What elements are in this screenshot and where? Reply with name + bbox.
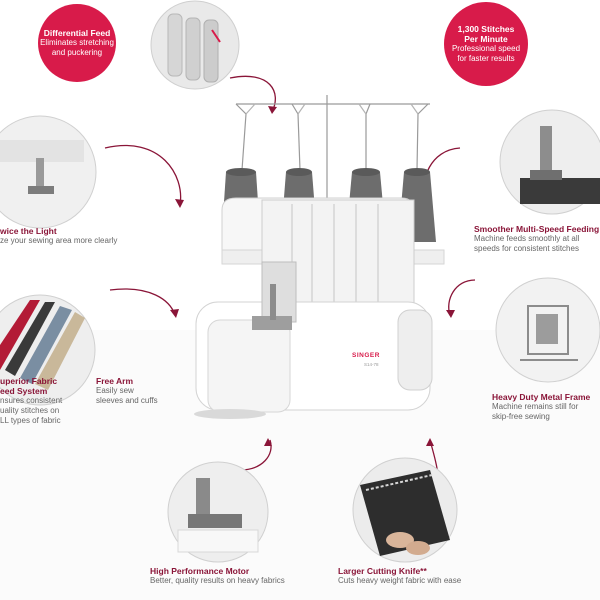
- smoother-feeding-desc-line1: Machine feeds smoothly at all: [474, 234, 580, 243]
- twice-light-callout: wice the Light ze your sewing area more …: [0, 226, 160, 246]
- smoother-feeding-callout: Smoother Multi-Speed Feeding Machine fee…: [474, 224, 600, 254]
- superior-fabric-title-line1: uperior Fabric: [0, 376, 58, 386]
- knife-title: Larger Cutting Knife**: [338, 566, 427, 576]
- cutting-knife-icon: [352, 457, 458, 563]
- differential-feed-badge: Differential Feed Eliminates stretching …: [38, 4, 116, 82]
- superior-fabric-desc-line3: LL types of fabric: [0, 416, 61, 425]
- free-arm-desc-line2: sleeves and cuffs: [96, 396, 158, 405]
- superior-fabric-title-line2: eed System: [0, 386, 48, 396]
- knife-callout: Larger Cutting Knife** Cuts heavy weight…: [338, 566, 498, 586]
- presser-foot: [252, 316, 292, 330]
- thread-cone-3: [349, 172, 383, 205]
- brand-logo: SINGER: [352, 352, 380, 359]
- differential-feed-desc-line1: Eliminates stretching: [40, 38, 114, 47]
- superior-fabric-callout: uperior Fabric eed System nsures consist…: [0, 376, 90, 426]
- connector-fabric: [109, 288, 176, 316]
- sewing-foot-closeup-icon: [499, 109, 600, 215]
- stitches-title-line1: 1,300 Stitches: [457, 24, 515, 34]
- free-arm-callout: Free Arm Easily sew sleeves and cuffs: [96, 376, 186, 406]
- presser-foot-area: [261, 261, 297, 323]
- differential-feed-title: Differential Feed: [43, 28, 111, 38]
- motor-callout: High Performance Motor Better, quality r…: [150, 566, 320, 586]
- stitches-desc-line2: for faster results: [457, 54, 515, 63]
- stitches-desc-line1: Professional speed: [451, 44, 521, 53]
- free-arm-desc-line1: Easily sew: [96, 386, 134, 395]
- stitches-title-line2: Per Minute: [464, 34, 508, 44]
- metal-frame-title: Heavy Duty Metal Frame: [492, 392, 591, 402]
- superior-fabric-desc-line1: nsures consistent: [0, 396, 63, 405]
- connector-light: [104, 144, 182, 206]
- presser-foot-closeup-icon: [167, 461, 269, 563]
- metal-frame-desc-line1: Machine remains still for: [492, 402, 579, 411]
- sewing-light-icon: [0, 115, 97, 229]
- twice-light-desc: ze your sewing area more clearly: [0, 236, 118, 245]
- connector-frame: [448, 279, 476, 316]
- handwheel: [397, 309, 433, 391]
- connector-differential-feed: [229, 75, 276, 113]
- motor-desc: Better, quality results on heavy fabrics: [150, 576, 285, 585]
- smoother-feeding-desc-line2: speeds for consistent stitches: [474, 244, 579, 253]
- superior-fabric-desc-line2: uality stitches on: [0, 406, 60, 415]
- metal-frame-icon: [495, 277, 600, 383]
- serger-machine: [194, 197, 445, 419]
- smoother-feeding-title: Smoother Multi-Speed Feeding: [474, 224, 600, 234]
- metal-frame-desc-line2: skip-free sewing: [492, 412, 550, 421]
- metal-frame-callout: Heavy Duty Metal Frame Machine remains s…: [492, 392, 600, 422]
- thread-stand: [235, 95, 430, 205]
- knife-desc: Cuts heavy weight fabric with ease: [338, 576, 462, 585]
- fabric-swatches-icon: [0, 294, 96, 406]
- differential-feed-desc-line2: and puckering: [51, 48, 103, 57]
- stitches-per-minute-badge: 1,300 Stitches Per Minute Professional s…: [444, 2, 528, 86]
- twice-light-title: wice the Light: [0, 226, 57, 236]
- free-arm-title: Free Arm: [96, 376, 134, 386]
- motor-title: High Performance Motor: [150, 566, 250, 576]
- model-label: S14-78: [364, 362, 379, 367]
- differential-feed-dials-icon: [150, 0, 240, 90]
- free-arm: [207, 319, 291, 413]
